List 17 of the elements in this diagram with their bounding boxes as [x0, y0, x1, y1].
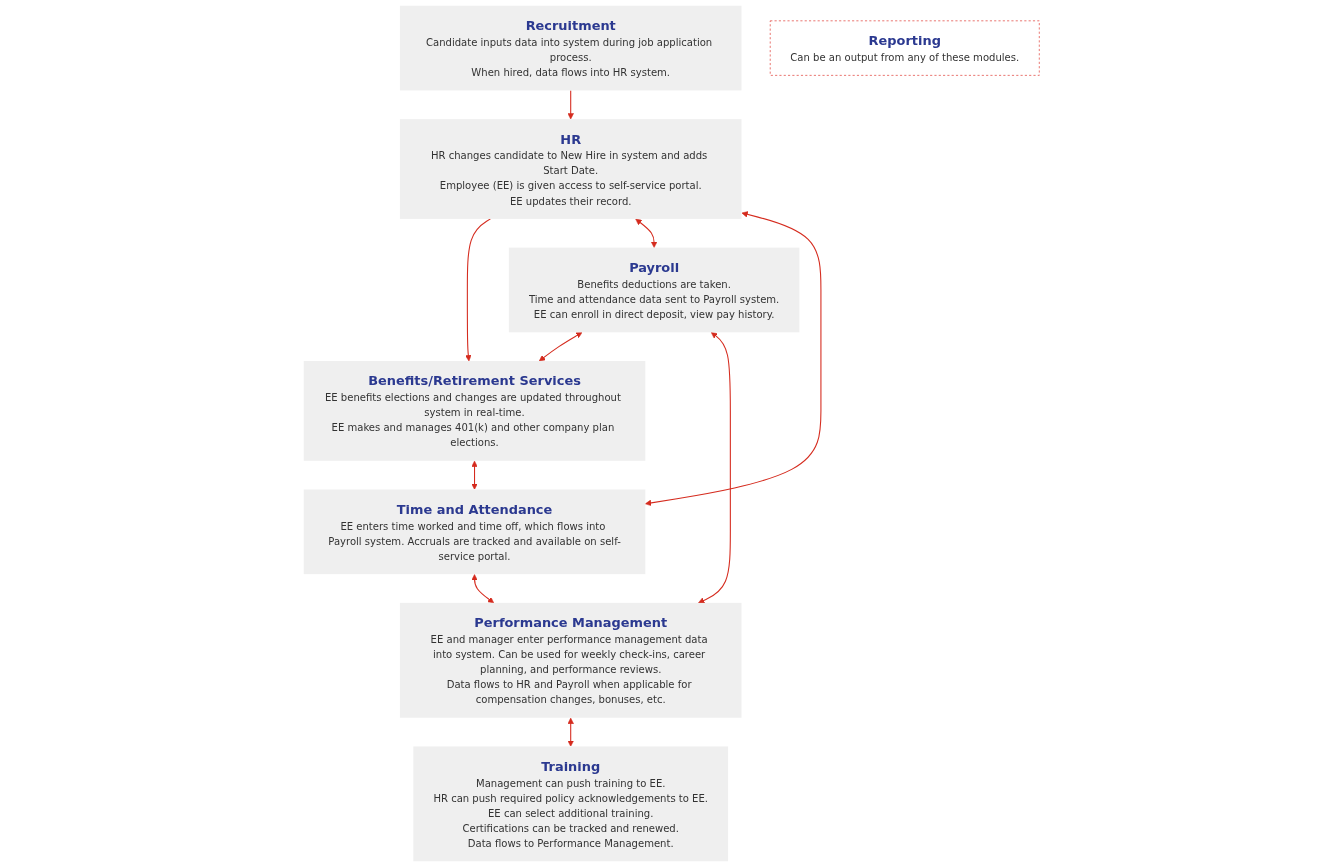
arrow — [567, 717, 574, 747]
node-box — [303, 489, 646, 575]
node-box — [303, 361, 646, 461]
arrow — [645, 211, 822, 507]
node-box — [413, 746, 729, 862]
arrow — [635, 218, 658, 248]
arrow — [567, 89, 574, 120]
node-box — [399, 119, 742, 219]
node-box — [399, 602, 742, 718]
node-box — [769, 20, 1040, 76]
arrow — [471, 460, 478, 490]
arrow — [465, 218, 491, 362]
node-box — [399, 5, 742, 91]
arrow — [698, 332, 731, 604]
arrow — [471, 574, 495, 604]
node-box — [508, 247, 800, 333]
arrow — [539, 332, 583, 362]
